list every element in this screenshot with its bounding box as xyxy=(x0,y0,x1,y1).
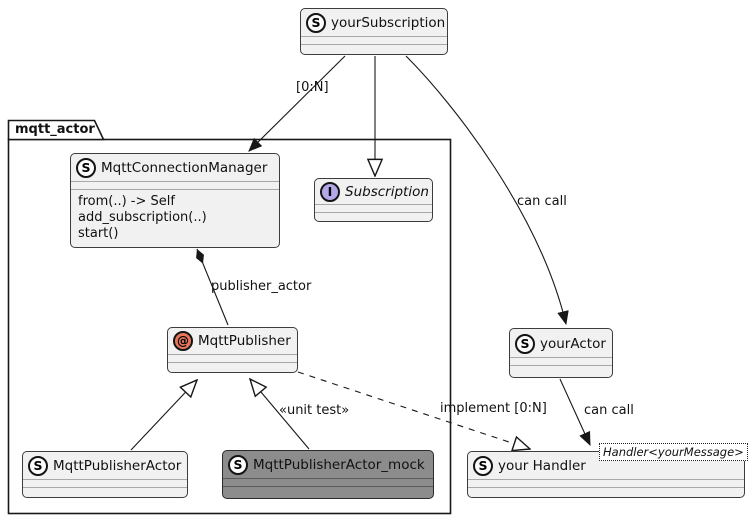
class-name: MqttPublisherActor xyxy=(53,458,182,474)
class-name: yourSubscription xyxy=(331,15,446,31)
class-subscription-interface: I Subscription xyxy=(314,178,433,222)
edge-label-unit-test: «unit test» xyxy=(279,403,350,418)
class-name: MqttPublisher xyxy=(198,333,291,349)
fields-compartment xyxy=(71,181,279,189)
class-mqtt-publisher-actor: S MqttPublisherActor xyxy=(22,451,188,498)
methods-compartment xyxy=(168,362,297,370)
class-mqtt-publisher: @ MqttPublisher xyxy=(167,327,298,373)
class-title: @ MqttPublisher xyxy=(168,328,297,354)
method-item: add_subscription(..) xyxy=(78,210,207,225)
class-spot-icon: S xyxy=(473,456,493,476)
class-title: S MqttConnectionManager xyxy=(71,154,279,181)
edge-connection-manager-composes-publisher xyxy=(196,248,229,326)
class-mqtt-connection-manager: S MqttConnectionManager from(..) -> Self… xyxy=(70,153,280,248)
fields-compartment xyxy=(301,36,447,44)
fields-compartment xyxy=(168,354,297,362)
package-mqtt-actor-tab xyxy=(7,119,105,141)
edge-subscription-to-connection-manager xyxy=(248,55,346,152)
edge-subscription-can-call-actor xyxy=(405,55,569,326)
class-spot-icon: S xyxy=(76,158,96,178)
class-title: S yourActor xyxy=(510,329,612,357)
class-name: your Handler xyxy=(498,458,586,474)
methods-compartment xyxy=(223,486,433,494)
class-title: S MqttPublisherActor xyxy=(23,452,187,479)
edge-label-implement: implement [0:N] xyxy=(440,401,547,416)
class-spot-icon: S xyxy=(228,455,248,475)
class-your-actor: S yourActor xyxy=(509,328,613,378)
fields-compartment xyxy=(510,357,612,365)
class-title: S MqttPublisherActor_mock xyxy=(223,451,433,478)
methods-compartment xyxy=(301,44,447,52)
edge-publisher-implements-handler xyxy=(297,371,530,449)
edge-label-can-call-actor: can call xyxy=(517,194,567,209)
edge-label-multiplicity: [0:N] xyxy=(296,80,329,95)
class-spot-icon: S xyxy=(306,13,326,33)
edge-actor-can-call-handler xyxy=(559,378,591,447)
edge-label-can-call-handler: can call xyxy=(584,403,634,418)
method-item: start() xyxy=(78,226,119,241)
annotation-spot-icon: @ xyxy=(173,331,193,351)
edge-publisher-actor-extends-publisher xyxy=(130,380,197,451)
package-label: mqtt_actor xyxy=(15,122,95,137)
methods-compartment xyxy=(23,487,187,495)
fields-compartment xyxy=(23,479,187,487)
class-spot-icon: S xyxy=(28,456,48,476)
methods-compartment xyxy=(510,365,612,373)
methods-compartment xyxy=(315,212,432,220)
fields-compartment xyxy=(315,204,432,212)
fields-compartment xyxy=(468,479,744,487)
class-name: MqttPublisherActor_mock xyxy=(253,457,425,473)
class-mqtt-publisher-actor-mock: S MqttPublisherActor_mock xyxy=(222,450,434,499)
class-your-subscription: S yourSubscription xyxy=(300,8,448,55)
interface-spot-icon: I xyxy=(320,182,340,202)
class-title: S yourSubscription xyxy=(301,9,447,36)
class-title: I Subscription xyxy=(315,179,432,204)
method-item: from(..) -> Self xyxy=(78,194,175,209)
class-name: MqttConnectionManager xyxy=(101,160,268,176)
edge-publisher-mock-extends-publisher xyxy=(250,379,310,450)
class-title: S your Handler xyxy=(468,452,744,479)
generic-parameter-tag: Handler<yourMessage> xyxy=(599,443,748,461)
class-spot-icon: S xyxy=(515,334,535,354)
fields-compartment xyxy=(223,478,433,486)
methods-compartment xyxy=(468,487,744,495)
class-name: Subscription xyxy=(345,184,429,200)
class-name: yourActor xyxy=(540,336,606,352)
edge-label-publisher-actor: publisher_actor xyxy=(211,279,312,294)
